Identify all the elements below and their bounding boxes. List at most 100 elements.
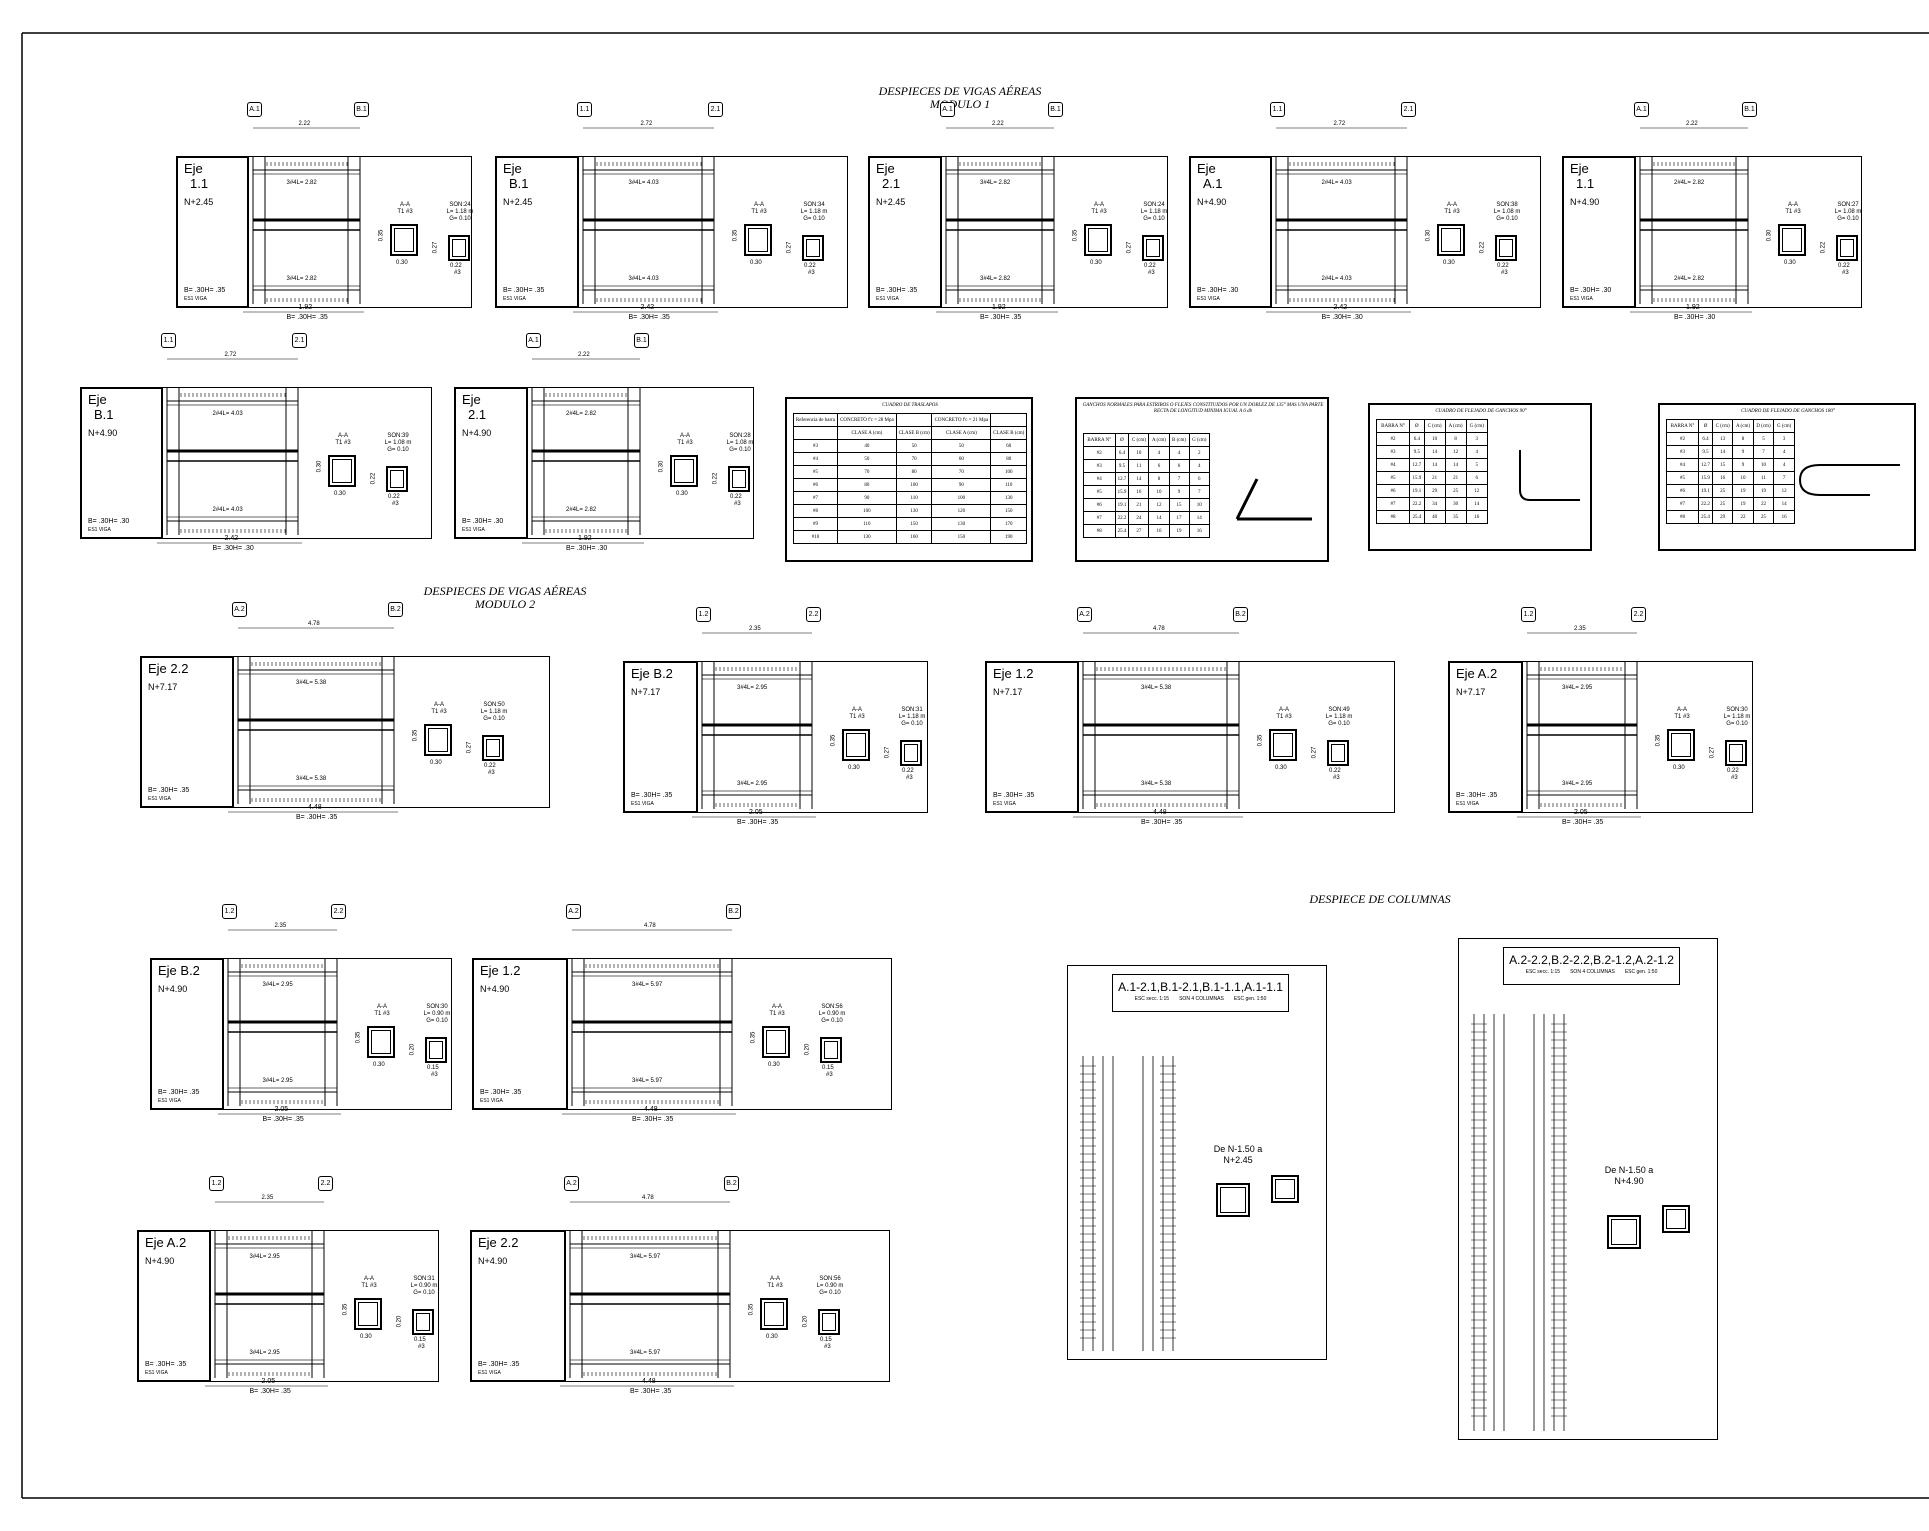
table-cell: 34 — [1423, 497, 1446, 511]
column-count: SON 4 COLUMNAS — [1570, 969, 1615, 975]
stirrup-height: 0.22 — [712, 472, 719, 485]
beam-span-label: 1.92 — [1686, 304, 1700, 311]
beam-type: ES1 VIGA — [631, 801, 654, 807]
beam-span-top-label: 4.78 — [308, 621, 320, 627]
table-header-cell: BARRA N° — [1666, 419, 1699, 433]
stirrup-width: 0.22 — [1329, 768, 1341, 775]
beam-span-top-label: 2.35 — [1574, 626, 1586, 632]
beam-axis-title: Eje — [876, 161, 895, 176]
stirrup-height: 0.22 — [1479, 241, 1486, 254]
beam-span-label: 1.92 — [578, 535, 592, 542]
hook-g: G= 0.10 — [1837, 215, 1859, 222]
table-cell: 12 — [1148, 498, 1170, 512]
beam-top-bar-label: 3#4L= 2.95 — [1562, 685, 1593, 691]
stirrup-shape — [1495, 235, 1517, 262]
hook-g: G= 0.10 — [803, 215, 825, 222]
table-cell: 50 — [836, 452, 897, 466]
beam-top-bar-label: 3#4L= 2.82 — [980, 180, 1011, 186]
section-height: 0.35 — [732, 229, 739, 242]
section-height: 0.35 — [355, 1031, 362, 1044]
beam-section-dims: B= .30H= .35 — [876, 287, 918, 294]
table-cell: 110 — [836, 517, 897, 531]
table-cell: 16 — [1773, 510, 1795, 524]
stirrup-shape — [1142, 235, 1164, 262]
table-cell: 6.4 — [1697, 432, 1714, 446]
table-cell: 15 — [1168, 498, 1190, 512]
table-cell: 190 — [990, 530, 1027, 544]
beam-axis-number: 1.1 — [190, 176, 209, 191]
column-range-from: De N-1.50 a — [1604, 1165, 1654, 1175]
hook-length: L= 1.18 m — [446, 208, 474, 215]
table-cell: 110 — [895, 491, 933, 505]
table-cell: #9 — [793, 517, 838, 531]
section-ties: T1 #3 — [751, 208, 767, 215]
table-cell: 11 — [1752, 471, 1775, 485]
section-width: 0.30 — [1784, 260, 1796, 267]
section-width: 0.30 — [750, 260, 762, 267]
beam-span-label: 1.92 — [298, 304, 313, 311]
beam-tail-label: B= .30H= .35 — [262, 1116, 304, 1123]
table-cell: #3 — [1666, 445, 1699, 459]
beam-section-dims: B= .30H= .35 — [145, 1361, 187, 1368]
table-cell: 50 — [931, 439, 992, 453]
beam-span-label: 4.48 — [308, 804, 322, 811]
hook-count: SON:31 — [901, 706, 923, 713]
table-header-cell: B (cm) — [1168, 433, 1190, 447]
table-cell: 80 — [990, 452, 1027, 466]
table-cell: 12 — [1465, 484, 1489, 498]
section-ties: T1 #3 — [335, 439, 351, 446]
stirrup-shape — [900, 740, 922, 767]
beam-section-dims: B= .30H= .35 — [158, 1089, 200, 1096]
axis-marker-left: A.2 — [566, 904, 581, 919]
beam-section-dims: B= .30H= .30 — [462, 518, 504, 525]
stirrup-shape — [820, 1037, 842, 1064]
axis-marker-right: 2.1 — [708, 102, 723, 117]
beam-axis-number: B.1 — [509, 176, 529, 191]
table-cell: #8 — [1083, 524, 1116, 538]
table-cell: 9 — [1732, 458, 1754, 472]
table-cell: 25.4 — [1114, 524, 1130, 538]
beam-tail-label: B= .30H= .35 — [632, 1116, 674, 1123]
table-cell: #5 — [1083, 485, 1116, 499]
table-cell: 6.4 — [1409, 432, 1425, 446]
table-cell: 150 — [990, 504, 1027, 518]
table-cell: 14 — [1465, 497, 1489, 511]
hook-length: L= 1.18 m — [1140, 208, 1168, 215]
beam-type: ES1 VIGA — [148, 796, 171, 802]
beam-elevation — [1073, 632, 1243, 818]
section-ties: T1 #3 — [431, 708, 447, 715]
axis-marker-right: B.1 — [1048, 102, 1063, 117]
beam-tail-label: B= .30H= .35 — [296, 814, 338, 821]
beam-top-bar-label: 3#4L= 5.38 — [296, 680, 327, 686]
beam-type: ES1 VIGA — [503, 296, 526, 302]
column-count: SON 4 COLUMNAS — [1179, 996, 1224, 1002]
table-header-cell: CONCRETO f'c = 21 Mpa — [931, 413, 992, 427]
table-cell: 22.2 — [1697, 497, 1714, 511]
beam-level: N+2.45 — [184, 197, 214, 207]
hook-180-bar — [1798, 464, 1900, 496]
table-cell: 10 — [1148, 485, 1170, 499]
table-cell: 80 — [895, 465, 933, 479]
beam-bottom-bar-label: 2#4L= 4.03 — [1321, 276, 1352, 282]
beam-bottom-bar-label: 3#4L= 5.38 — [1141, 781, 1172, 787]
table-cell: 7 — [1168, 472, 1190, 486]
beam-tail-label: B= .30H= .35 — [737, 819, 779, 826]
